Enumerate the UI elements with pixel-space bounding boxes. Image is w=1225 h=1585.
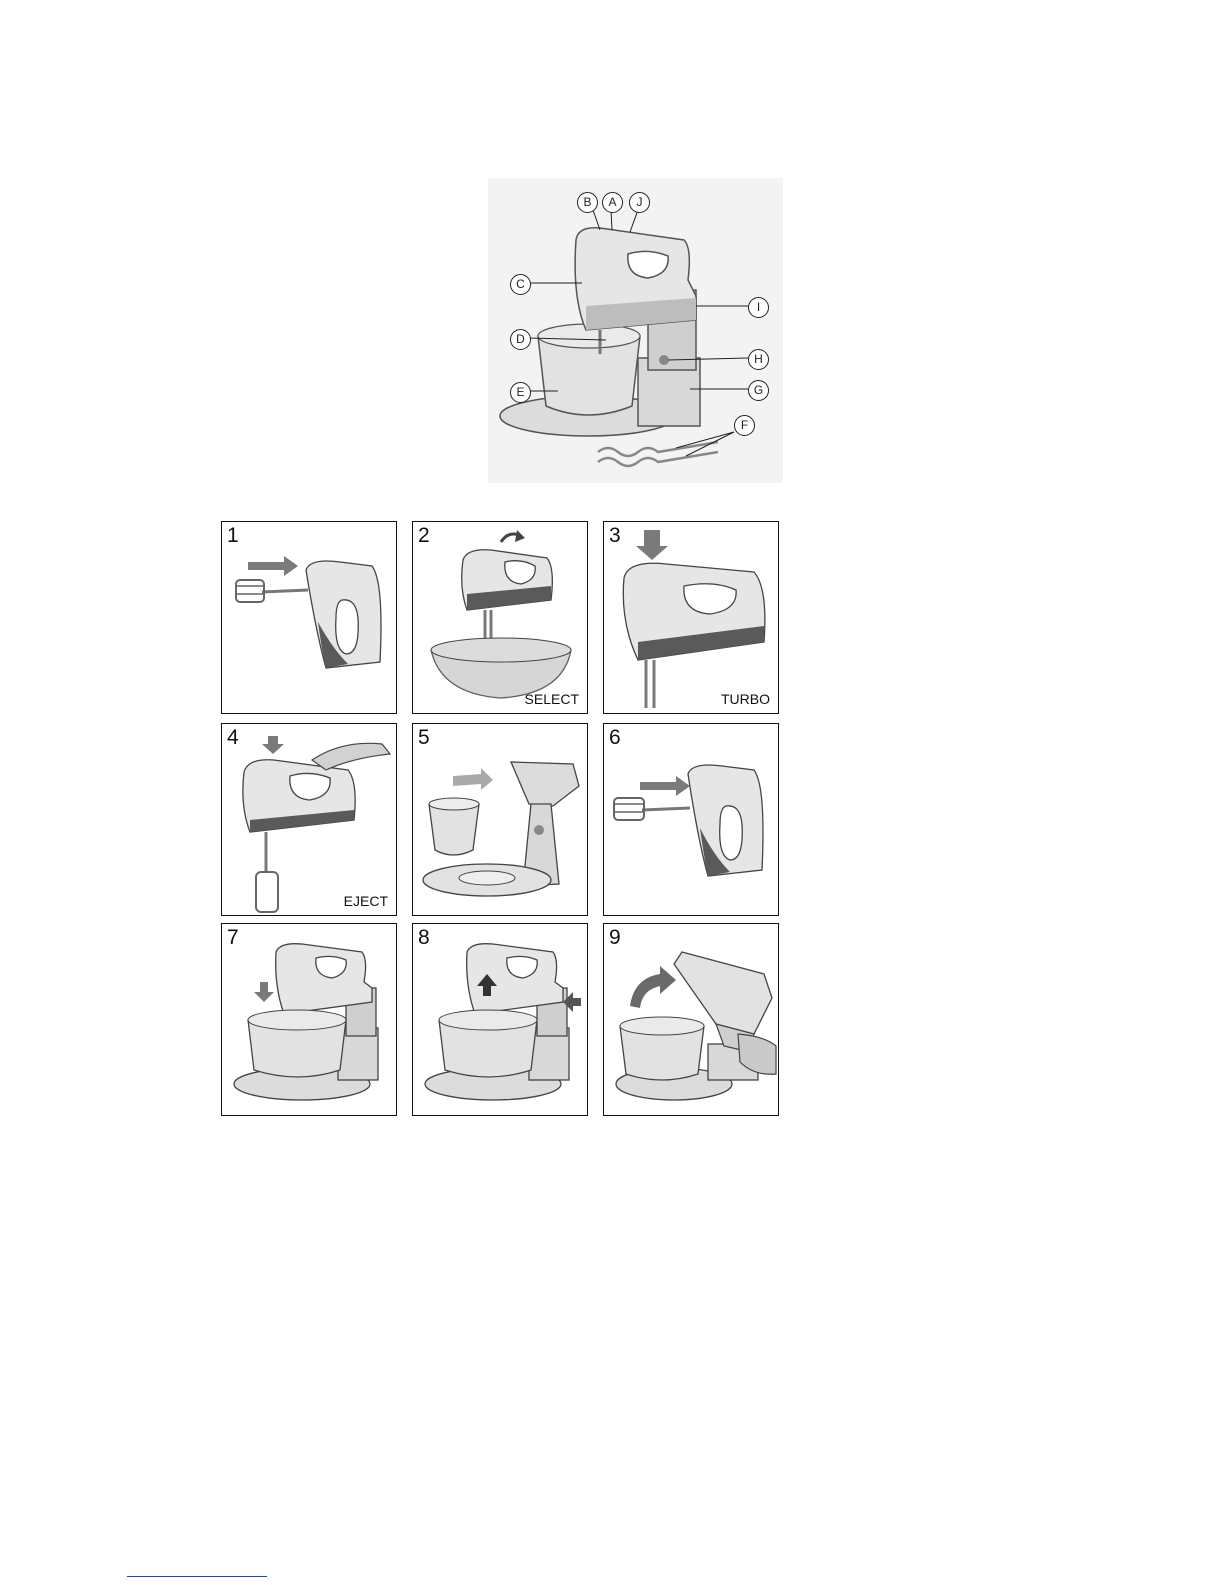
step-panel-4: 4 EJECT (221, 723, 397, 916)
step-panel-1: 1 (221, 521, 397, 714)
select-speed-illustration (413, 522, 588, 714)
step-panel-6: 6 (603, 723, 779, 916)
step-panel-5: 5 (412, 723, 588, 916)
callout-f: F (734, 415, 755, 436)
callout-b: B (577, 192, 598, 213)
mixer-overview-illustration (488, 178, 783, 483)
step-number: 7 (227, 926, 239, 950)
step-number: 6 (609, 726, 621, 750)
insert-dough-hooks-illustration (604, 724, 779, 916)
step-panel-9: 9 (603, 923, 779, 1116)
callout-d: D (510, 329, 531, 350)
eject-beaters-illustration (222, 724, 397, 916)
insert-beaters-illustration (222, 522, 397, 714)
callout-a: A (602, 192, 623, 213)
step-number: 9 (609, 926, 621, 950)
callout-g: G (748, 380, 769, 401)
step-number: 2 (418, 524, 430, 548)
turbo-button-illustration (604, 522, 779, 714)
callout-c: C (510, 274, 531, 295)
step-panel-3: 3 TURBO (603, 521, 779, 714)
release-mixer-illustration (413, 924, 588, 1116)
step-caption: TURBO (721, 691, 770, 707)
callout-e: E (510, 382, 531, 403)
step-number: 1 (227, 524, 239, 548)
step-caption: SELECT (525, 691, 579, 707)
step-panel-8: 8 (412, 923, 588, 1116)
place-bowl-illustration (413, 724, 588, 916)
step-number: 5 (418, 726, 430, 750)
step-number: 4 (227, 726, 239, 750)
tilt-mixer-illustration (604, 924, 779, 1116)
mixer-overview-figure: B A J C D E I H G F (488, 178, 783, 483)
step-number: 8 (418, 926, 430, 950)
step-panel-7: 7 (221, 923, 397, 1116)
step-number: 3 (609, 524, 621, 548)
step-caption: EJECT (344, 893, 388, 909)
callout-j: J (629, 192, 650, 213)
footer-rule (127, 1576, 267, 1577)
step-panel-2: 2 SELECT (412, 521, 588, 714)
callout-h: H (748, 349, 769, 370)
attach-mixer-illustration (222, 924, 397, 1116)
callout-i: I (748, 297, 769, 318)
